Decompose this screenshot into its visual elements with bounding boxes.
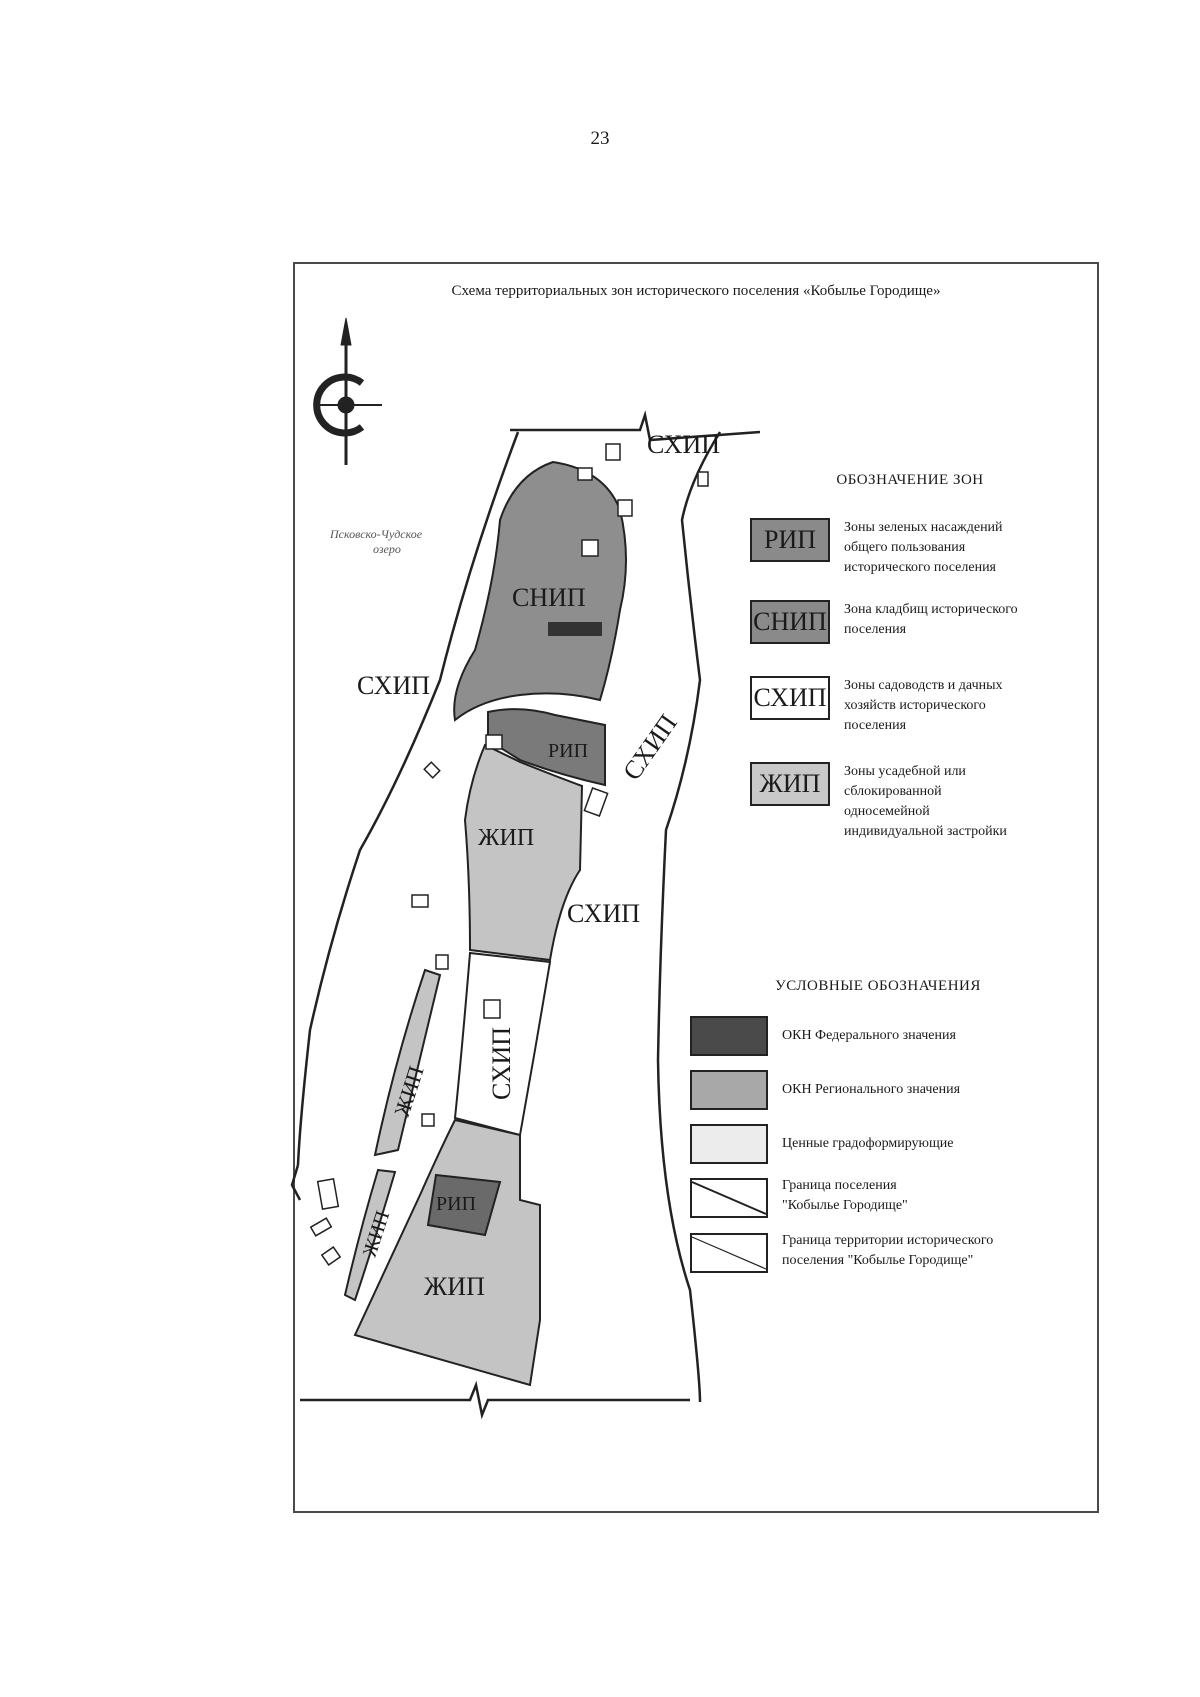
label-zhip-south: ЖИП: [424, 1272, 485, 1301]
lake-label-line2: озеро: [373, 542, 401, 556]
symbol-legend-item-regional: ОКН Регионального значения: [690, 1070, 960, 1110]
lake-label-line1: Псковско-Чудское: [329, 527, 423, 541]
label-skhip-left: СХИП: [357, 671, 430, 700]
zone-zhip-south: [353, 1118, 541, 1387]
symbol-legend-item-valuable: Ценные градоформирующие: [690, 1124, 953, 1164]
zone-legend-heading: ОБОЗНАЧЕНИЕ ЗОН: [836, 472, 984, 488]
swatch-regional: [690, 1070, 768, 1110]
zone-legend-item-rip: РИП Зоны зеленых насаждений общего польз…: [750, 518, 1003, 578]
settlement-boundary: [290, 410, 761, 1420]
swatch-skhip: СХИП: [750, 676, 830, 720]
zone-snip: [453, 460, 627, 722]
swatch-zhip: ЖИП: [750, 762, 830, 806]
zone-zhip-north: [463, 743, 584, 962]
label-rip-south: РИП: [436, 1193, 476, 1215]
label-skhip-top: СХИП: [647, 430, 720, 459]
zone-zhip-west2: [343, 1168, 397, 1302]
zone-zhip-west1: [373, 968, 442, 1157]
swatch-snip: СНИП: [750, 600, 830, 644]
label-rip-north: РИП: [548, 740, 588, 762]
zone-rip-north: [487, 708, 606, 787]
map-title: Схема территориальных зон исторического …: [451, 283, 941, 299]
swatch-settlement-boundary: [690, 1178, 768, 1218]
swatch-rip: РИП: [750, 518, 830, 562]
zone-rip-south: [426, 1173, 502, 1237]
label-skhip-mid-right: СХИП: [567, 899, 640, 928]
federal-monument-marker: [548, 622, 602, 636]
symbol-legend-item-settlement-boundary: Граница поселения "Кобылье Городище": [690, 1178, 908, 1218]
symbol-legend-item-historic-boundary: Граница территории исторического поселен…: [690, 1233, 993, 1273]
label-skhip-center: СХИП: [487, 1027, 516, 1100]
boundary-swatch-icons: [691, 1181, 767, 1270]
compass-icon: [313, 317, 382, 465]
symbol-legend-item-federal: ОКН Федерального значения: [690, 1016, 956, 1056]
building-outlines: [309, 443, 709, 1266]
zone-legend-item-zhip: ЖИП Зоны усадебной или сблокированной од…: [750, 762, 1007, 842]
swatch-valuable: [690, 1124, 768, 1164]
zone-legend-item-skhip: СХИП Зоны садоводств и дачных хозяйств и…: [750, 676, 1003, 736]
label-snip: СНИП: [512, 583, 586, 612]
zone-legend-item-snip: СНИП Зона кладбищ исторического поселени…: [750, 600, 1018, 644]
swatch-historic-boundary: [690, 1233, 768, 1273]
swatch-federal: [690, 1016, 768, 1056]
symbol-legend-heading: УСЛОВНЫЕ ОБОЗНАЧЕНИЯ: [775, 978, 981, 994]
page-number: 23: [590, 128, 610, 149]
label-zhip-north: ЖИП: [478, 825, 534, 851]
map-frame: [293, 262, 1099, 1513]
label-skhip-right: СХИП: [617, 709, 683, 786]
